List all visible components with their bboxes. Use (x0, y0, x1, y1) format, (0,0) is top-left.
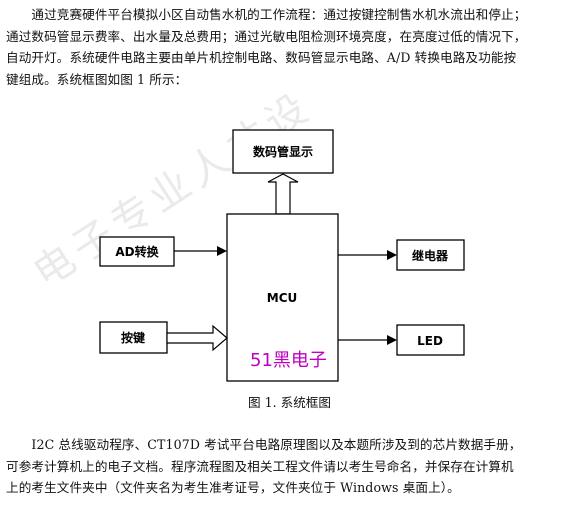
paragraph-line: 通过数码管显示费率、出水量及总费用；通过光敏电阻检测环境亮度，在亮度过低的情况下… (6, 28, 527, 44)
paragraph-line: 键组成。系统框图如图 1 所示： (6, 71, 188, 87)
paragraph-line: I2C 总线驱动程序、CT107D 考试平台电路原理图以及本题所涉及到的芯片数据… (6, 437, 522, 452)
display-block (232, 129, 334, 174)
paragraph-line: 通过竞赛硬件平台模拟小区自动售水机的工作流程：通过按键控制售水机水流出和停止； (6, 7, 527, 22)
figure-caption: 图 1. 系统框图 (248, 395, 331, 410)
relay-block-label: 继电器 (412, 248, 449, 263)
arrow-head (387, 335, 397, 345)
arrow-head (217, 246, 227, 256)
paragraph-line: 自动开灯。系统硬件电路主要由单片机控制电路、数码管显示电路、A/D 转换电路及功… (6, 50, 517, 65)
arrow-key-to-mcu (166, 324, 228, 352)
ad-block (99, 236, 175, 267)
arrow-mcu-to-display (267, 173, 299, 215)
mcu-block-label: MCU (267, 291, 298, 305)
brand-watermark: 51黑电子 (250, 350, 327, 371)
ad-block-label: AD转换 (115, 244, 159, 259)
key-block (99, 321, 168, 354)
display-block-label: 数码管显示 (253, 144, 313, 159)
intro-paragraph: 通过竞赛硬件平台模拟小区自动售水机的工作流程：通过按键控制售水机水流出和停止； … (6, 4, 574, 90)
led-block (396, 324, 465, 356)
resources-paragraph: I2C 总线驱动程序、CT107D 考试平台电路原理图以及本题所涉及到的芯片数据… (6, 434, 574, 499)
paragraph-line: 可参考计算机上的电子文档。程序流程图及相关工程文件请以考生号命名，并保存在计算机 (6, 458, 514, 474)
paragraph-line: 上的考生文件夹中（文件夹名为考生准考证号，文件夹位于 Windows 桌面上）。 (6, 480, 460, 495)
relay-block (396, 239, 465, 271)
led-block-label: LED (417, 334, 443, 348)
mcu-block (226, 213, 339, 382)
arrow-head (387, 250, 397, 260)
key-block-label: 按键 (121, 330, 145, 345)
